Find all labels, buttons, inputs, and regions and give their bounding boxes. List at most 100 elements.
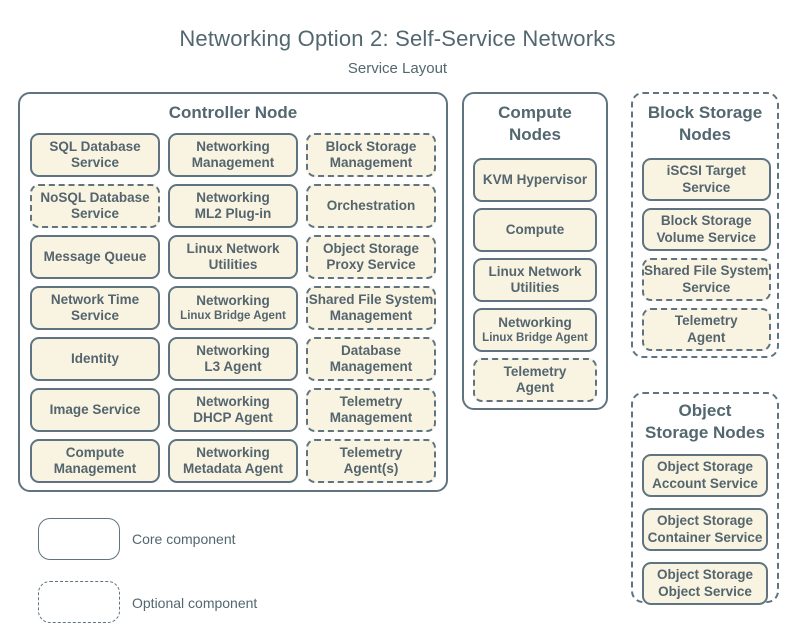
legend-core-label: Core component [132,531,236,547]
block-storage-service-list: iSCSI Target Service Block Storage Volum… [633,158,777,351]
object-storage-nodes-group: Object Storage Nodes Object Storage Acco… [631,392,779,605]
block-storage-nodes-title: Block Storage Nodes [633,94,777,146]
compute-nodes-group: Compute Nodes KVM Hypervisor Compute Lin… [462,92,608,410]
service-label: KVM Hypervisor [482,171,588,187]
service-nosql-database: NoSQL Database Service [30,184,160,228]
service-label: Object Storage [656,459,754,475]
service-label: Object Storage [656,513,754,529]
service-label: Shared File System [308,291,434,307]
service-label: SQL Database [49,138,141,154]
service-label: Management [329,155,413,170]
service-label: NoSQL Database [40,189,150,205]
service-label: Message Queue [43,248,147,264]
service-label: Management [329,308,413,323]
service-label: Linux Network [488,263,582,279]
service-shared-file-system-management: Shared File System Management [306,286,436,330]
service-network-time: Network Time Service [30,286,160,330]
compute-service-list: KVM Hypervisor Compute Linux Network Uti… [464,158,606,402]
service-label: L3 Agent [204,359,262,374]
service-label: Agent(s) [343,461,399,476]
compute-nodes-title: Compute Nodes [464,94,606,146]
block-storage-nodes-group: Block Storage Nodes iSCSI Target Service… [631,92,779,358]
service-label: Networking [196,393,270,409]
service-label: Block Storage [660,213,752,229]
service-kvm-hypervisor: KVM Hypervisor [473,158,597,202]
service-shared-file-system: Shared File System Service [642,258,771,301]
title-line: Object [678,401,732,420]
service-label: Image Service [49,401,141,417]
service-label: Telemetry [339,444,403,460]
service-label: Linux Bridge Agent [180,310,286,323]
service-compute-management: Compute Management [30,439,160,483]
title-line: Nodes [679,125,731,144]
service-label: Shared File System [644,263,769,279]
service-label: Service [70,308,120,323]
controller-service-grid: SQL Database Service Networking Manageme… [20,133,446,483]
service-object-storage-container: Object Storage Container Service [642,508,768,551]
service-label: Management [53,461,137,476]
service-telemetry-agent-compute: Telemetry Agent [473,358,597,402]
controller-node-title: Controller Node [168,103,298,122]
service-database-management: Database Management [306,337,436,381]
service-label: Compute [505,221,565,237]
service-label: Container Service [647,529,763,545]
service-label: Networking [196,444,270,460]
service-label: Linux Network [186,240,280,256]
service-label: Compute [65,444,125,460]
service-label: Utilities [510,280,560,295]
service-networking-metadata-agent: Networking Metadata Agent [168,439,298,483]
service-block-storage-volume: Block Storage Volume Service [642,208,771,251]
controller-node-group: Controller Node SQL Database Service Net… [18,92,448,492]
service-label: Block Storage [325,138,417,154]
service-block-storage-management: Block Storage Management [306,133,436,177]
service-label: Networking [196,342,270,358]
service-label: Agent [687,329,726,345]
service-label: DHCP Agent [193,410,273,425]
service-label: Management [329,359,413,374]
service-networking-linux-bridge-agent: Networking Linux Bridge Agent [168,286,298,330]
service-label: Service [70,155,120,170]
service-label: Networking [498,314,572,330]
service-label: Management [191,155,275,170]
service-label: Networking [196,189,270,205]
title-line: Storage Nodes [645,423,765,442]
service-label: Linux Bridge Agent [482,332,588,345]
service-label: Service [70,206,120,221]
service-label: Object Storage [322,240,420,256]
legend-core-swatch [38,518,120,560]
title-line: Block Storage [647,103,763,122]
service-label: Object Service [658,583,752,599]
service-label: Telemetry [674,313,738,329]
legend-optional-label: Optional component [132,595,258,611]
service-networking-linux-bridge-agent-compute: Networking Linux Bridge Agent [473,308,597,352]
object-storage-service-list: Object Storage Account Service Object St… [633,454,777,605]
service-label: Object Storage [656,567,754,583]
object-storage-nodes-title: Object Storage Nodes [633,394,777,444]
service-label: Networking [196,138,270,154]
service-label: Telemetry [503,363,567,379]
service-label: Networking [196,292,270,308]
service-linux-network-utilities-compute: Linux Network Utilities [473,258,597,302]
service-linux-network-utilities: Linux Network Utilities [168,235,298,279]
service-label: Telemetry [339,393,403,409]
service-networking-management: Networking Management [168,133,298,177]
service-label: Orchestration [326,197,416,213]
legend-optional-swatch [38,581,120,623]
service-label: Proxy Service [326,257,416,272]
service-label: Service [682,279,731,295]
service-iscsi-target: iSCSI Target Service [642,158,771,201]
service-label: Service [682,179,731,195]
service-image-service: Image Service [30,388,160,432]
service-object-storage-account: Object Storage Account Service [642,454,768,497]
service-label: Account Service [652,475,758,491]
page-subtitle: Service Layout [347,60,448,77]
service-label: Management [329,410,413,425]
service-label: Metadata Agent [182,461,283,476]
service-networking-dhcp-agent: Networking DHCP Agent [168,388,298,432]
service-label: Volume Service [656,229,757,245]
service-label: Utilities [208,257,258,272]
service-telemetry-agent-block: Telemetry Agent [642,308,771,351]
service-telemetry-agents: Telemetry Agent(s) [306,439,436,483]
service-label: ML2 Plug-in [194,206,272,221]
